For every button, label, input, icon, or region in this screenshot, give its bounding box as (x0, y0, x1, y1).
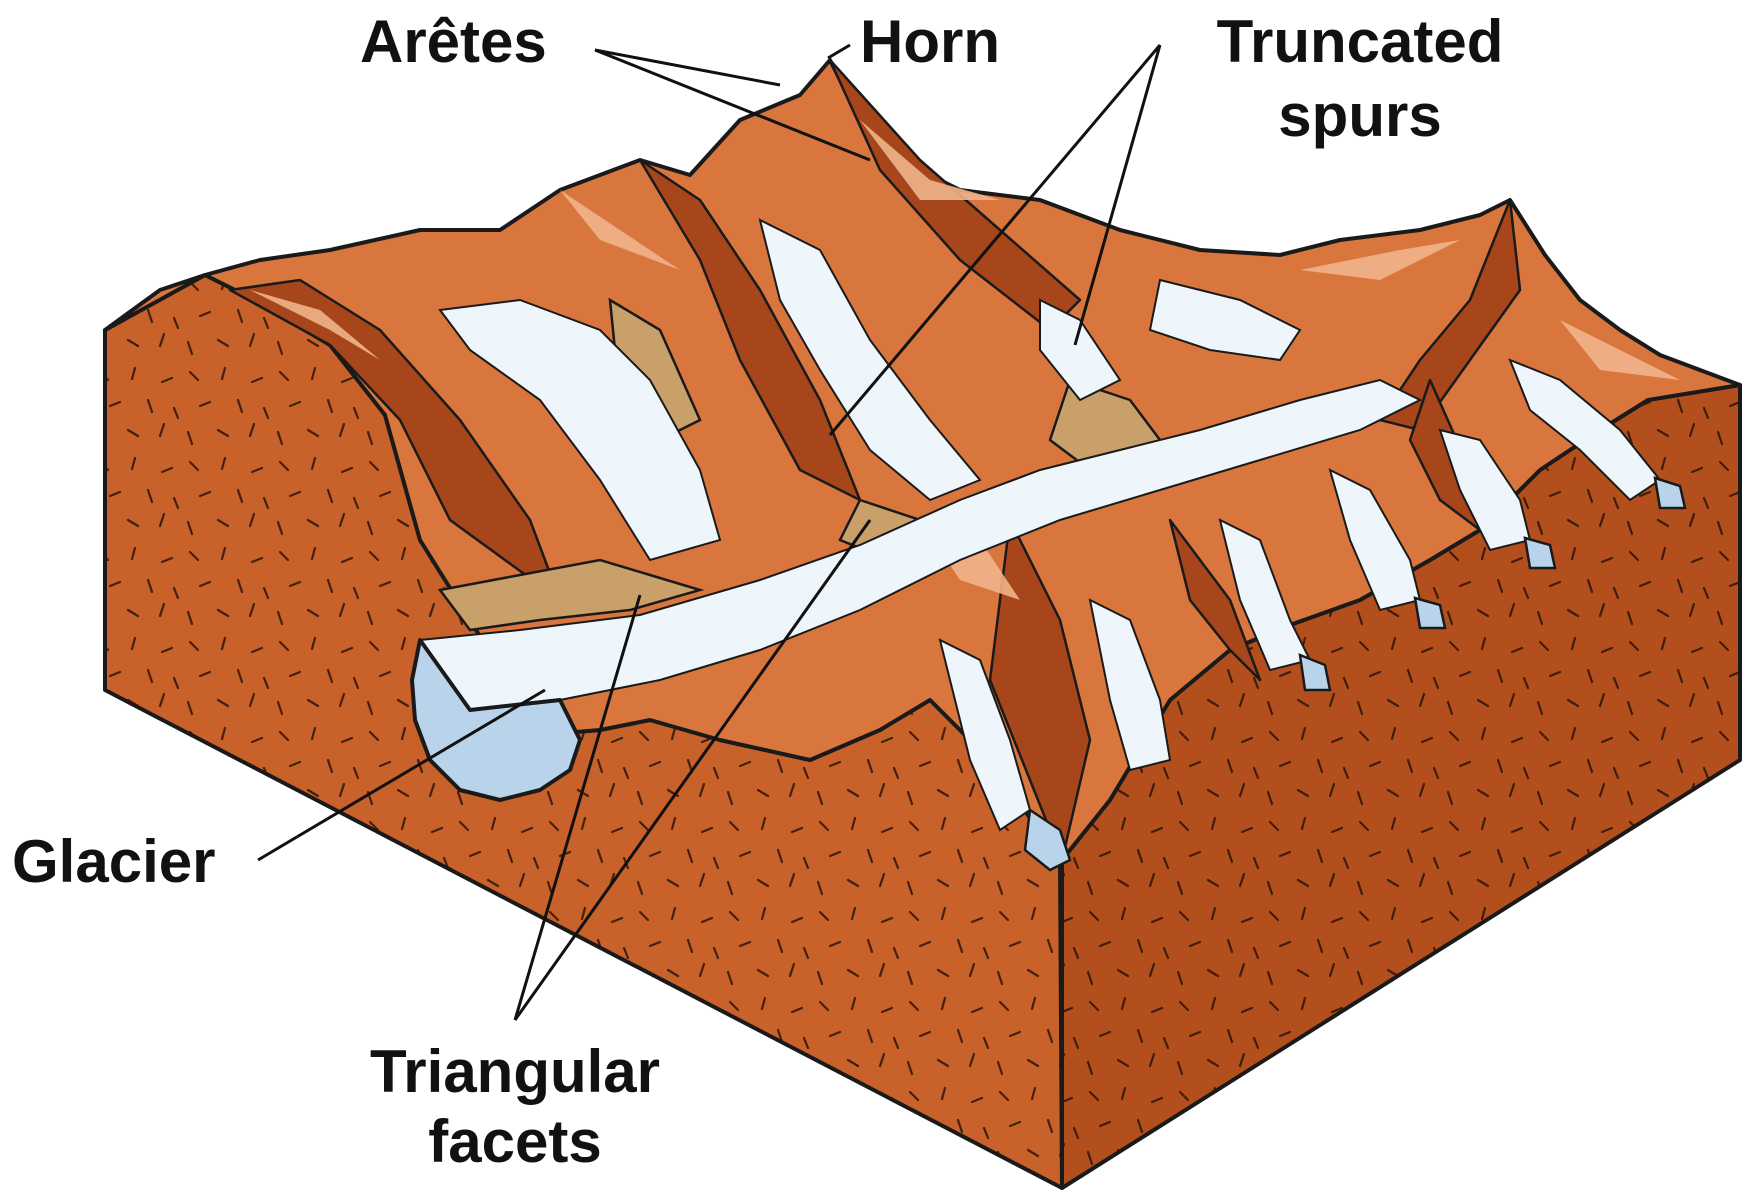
label-aretes: Arêtes (360, 8, 547, 75)
label-truncated-spurs-line1: Truncated (1217, 8, 1504, 75)
label-triangular-facets-line1: Triangular (370, 1038, 660, 1105)
label-horn: Horn (860, 8, 1000, 75)
label-glacier: Glacier (12, 828, 215, 895)
label-truncated-spurs-line2: spurs (1278, 82, 1441, 149)
label-triangular-facets-line2: facets (428, 1108, 601, 1175)
